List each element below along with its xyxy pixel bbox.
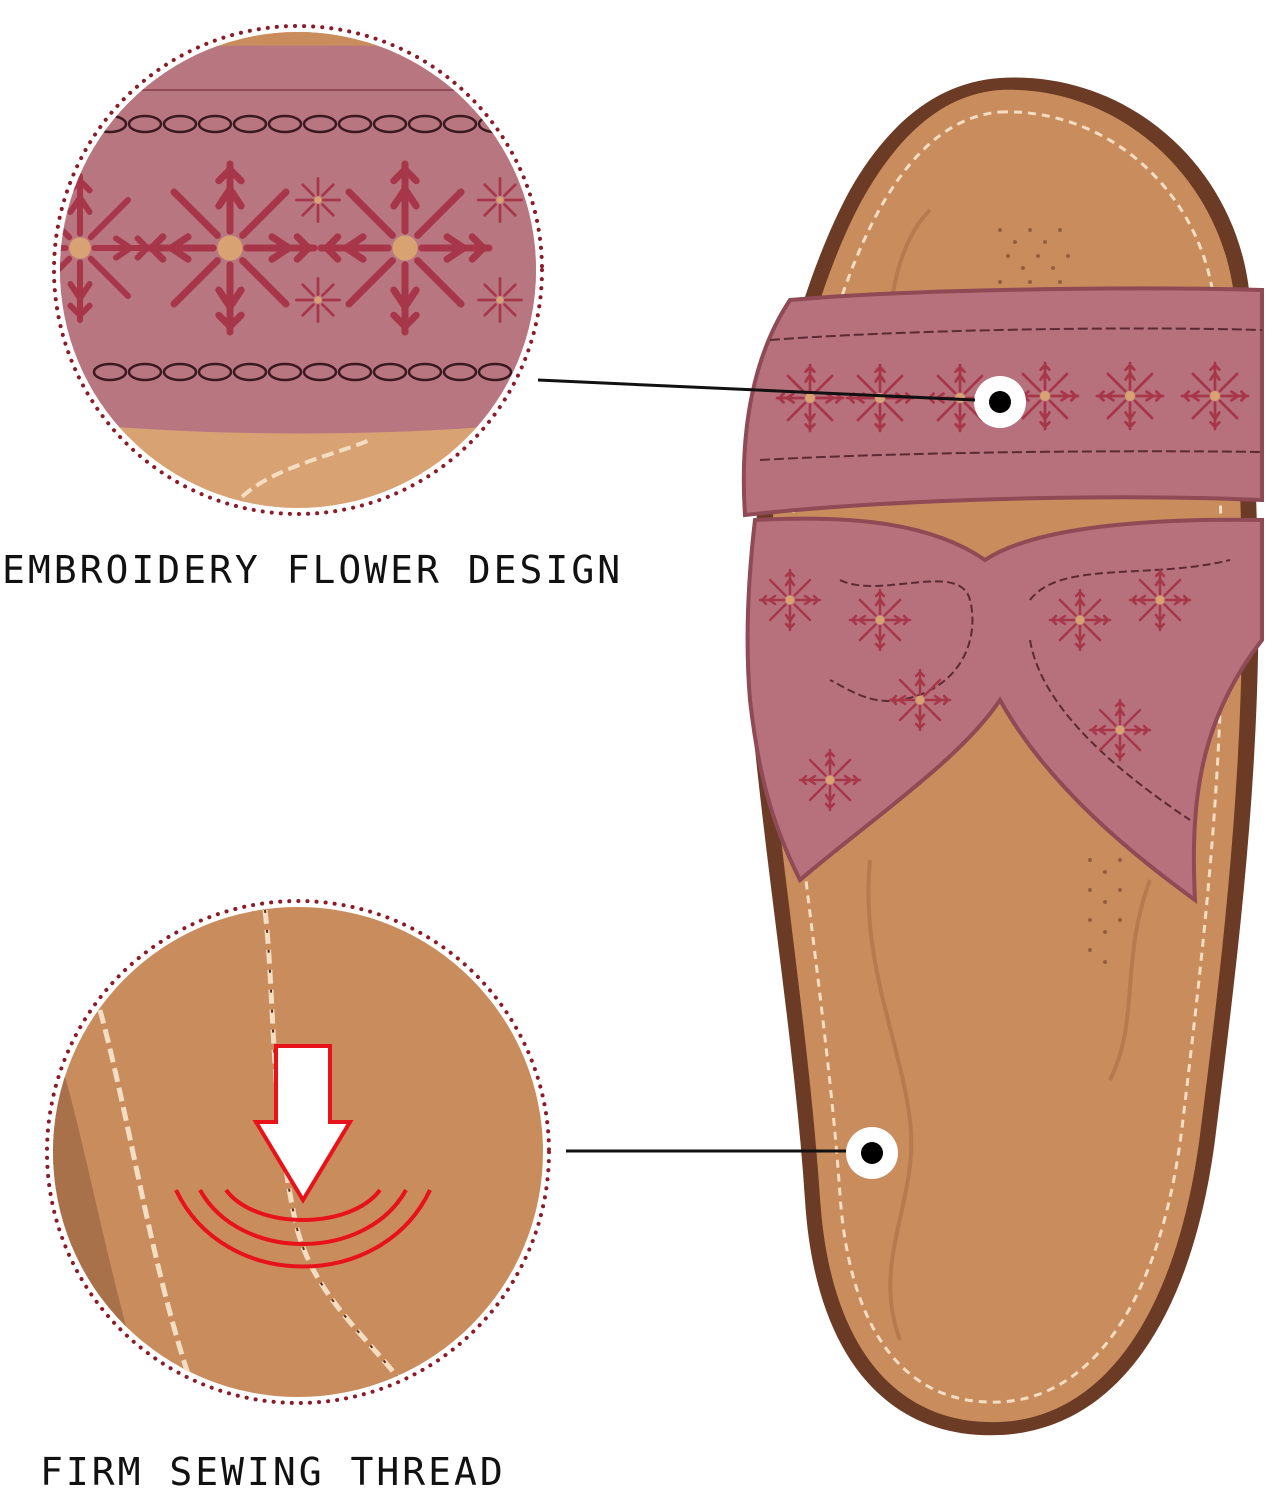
down-arrow-icon: [252, 1044, 354, 1204]
embroidery-caption: EMBROIDERY FLOWER DESIGN: [2, 548, 624, 592]
sandal-top-view: [741, 77, 1264, 1436]
callout-dot-icon: [846, 1127, 898, 1179]
embroidery-zoom-circle: [52, 24, 544, 516]
callout-dot-icon: [974, 376, 1026, 428]
callout-line-embroidery: [537, 378, 976, 402]
thread-zoom-circle: [45, 899, 551, 1405]
pressure-arc-icon: [174, 1188, 432, 1269]
thread-caption: FIRM SEWING THREAD: [40, 1450, 506, 1494]
